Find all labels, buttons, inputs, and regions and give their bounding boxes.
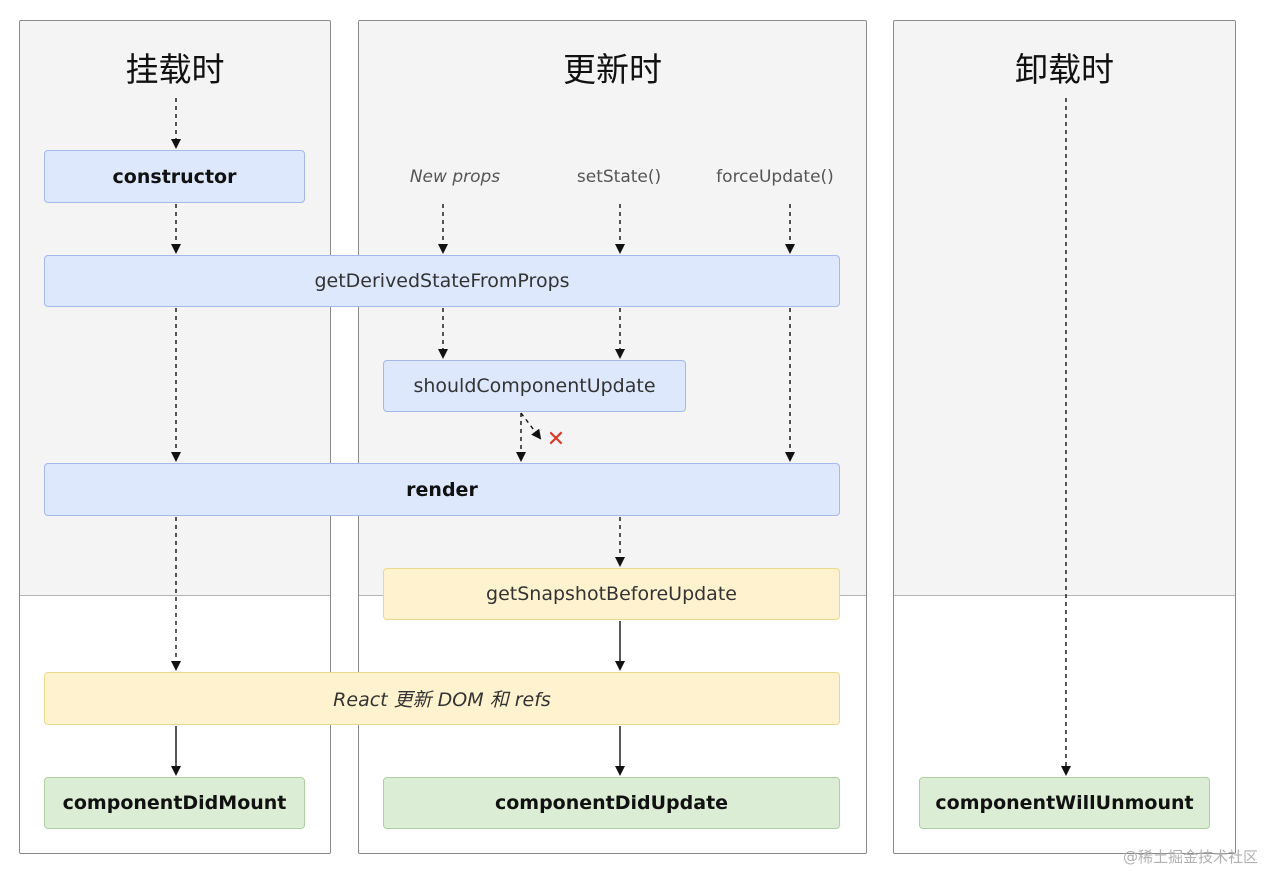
mount-column-title: 挂载时 bbox=[125, 50, 225, 89]
component-did-update-box: componentDidUpdate bbox=[383, 777, 840, 829]
component-did-mount-box: componentDidMount bbox=[44, 777, 305, 829]
trigger-force-update: forceUpdate() bbox=[716, 167, 834, 187]
mount-column: 挂载时 bbox=[19, 20, 331, 854]
render-phase-area bbox=[894, 21, 1235, 596]
update-column-title: 更新时 bbox=[563, 50, 662, 89]
should-component-update-box: shouldComponentUpdate bbox=[383, 360, 686, 412]
unmount-column: 卸载时 bbox=[893, 20, 1236, 854]
react-updates-dom-box: React 更新 DOM 和 refs bbox=[44, 672, 840, 725]
update-column: 更新时 bbox=[358, 20, 867, 854]
render-box: render bbox=[44, 463, 840, 516]
component-will-unmount-box: componentWillUnmount bbox=[919, 777, 1210, 829]
unmount-column-title: 卸载时 bbox=[1015, 50, 1114, 89]
trigger-new-props: New props bbox=[409, 167, 501, 187]
constructor-box: constructor bbox=[44, 150, 305, 203]
get-derived-state-from-props-box: getDerivedStateFromProps bbox=[44, 255, 840, 307]
get-snapshot-before-update-box: getSnapshotBeforeUpdate bbox=[383, 568, 840, 620]
watermark: @稀土掘金技术社区 bbox=[1122, 848, 1258, 866]
trigger-set-state: setState() bbox=[576, 167, 662, 187]
